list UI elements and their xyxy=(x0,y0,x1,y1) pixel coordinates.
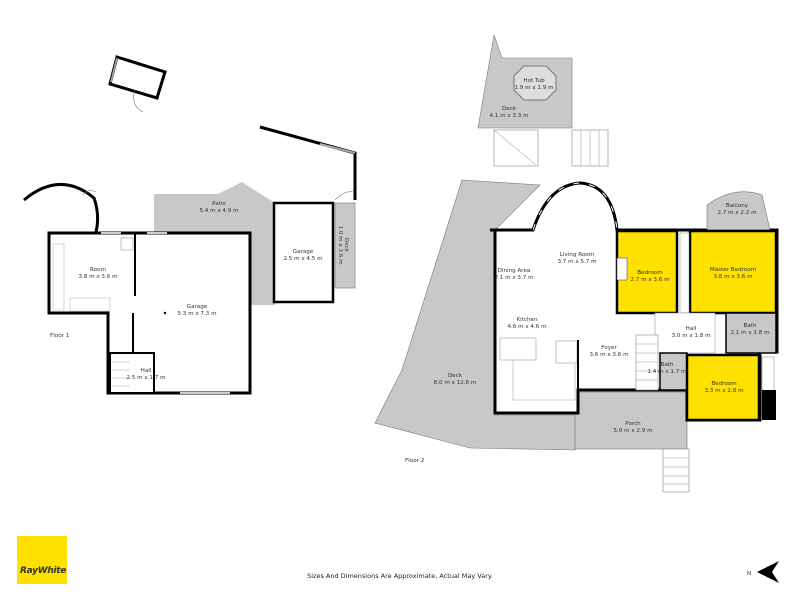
room-label: Bedroom xyxy=(637,270,662,276)
room-dims: 2.7 m x 3.6 m xyxy=(630,277,669,283)
room-label: Deck xyxy=(502,106,517,112)
room-bath-2 xyxy=(659,352,688,391)
room-label: Dining Area xyxy=(498,268,531,274)
room-label: Hall xyxy=(141,368,152,374)
room-label: Bedroom xyxy=(711,381,736,387)
room-label: Master Bedroom xyxy=(710,267,756,273)
room-dims: 4.1 m x 3.3 m xyxy=(489,113,528,119)
room-dims: 4.6 m x 4.6 m xyxy=(507,324,546,330)
room-label: Patio xyxy=(212,201,226,207)
room-dims: 1.4 m x 1.7 m xyxy=(647,369,686,375)
room-dims: 1.0 m x 3.6 m xyxy=(337,225,343,264)
deck-narrow xyxy=(334,202,356,289)
room-dims: 2.7 m x 2.2 m xyxy=(717,210,756,216)
room-label: Kitchen xyxy=(516,317,537,323)
room-dims: 5.0 m x 2.9 m xyxy=(613,428,652,434)
room-label: Bath xyxy=(660,362,673,368)
room-dims: 3.3 m x 2.8 m xyxy=(704,388,743,394)
balcony-area xyxy=(706,191,771,231)
room-bedroom-2 xyxy=(685,353,761,422)
room-dims: 3.0 m x 1.8 m xyxy=(671,333,710,339)
room-label: Hall xyxy=(686,326,697,332)
patio-area xyxy=(154,182,275,305)
room-label: Balcony xyxy=(726,203,749,209)
floor-label: Floor 2 xyxy=(405,458,424,464)
room-dims: 2.1 m x 3.7 m xyxy=(494,275,533,281)
room-garage-small xyxy=(272,201,335,304)
room-dims: 2.1 m x 1.8 m xyxy=(730,330,769,336)
room-dims: 8.0 m x 12.6 m xyxy=(434,380,477,386)
room-dims: 5.3 m x 7.3 m xyxy=(177,311,216,317)
curved-wall xyxy=(23,183,100,233)
room-dims: 3.6 m x 3.6 m xyxy=(589,352,628,358)
brand-name: RayWhite xyxy=(20,566,67,576)
room-label: Room xyxy=(90,267,106,273)
floor-label: Floor 1 xyxy=(50,333,70,339)
shed xyxy=(108,55,167,113)
svg-text:N: N xyxy=(747,571,751,577)
room-label: Foyer xyxy=(601,345,617,351)
room-bath-1 xyxy=(725,312,777,354)
room-label: Garage xyxy=(293,249,314,255)
room-master-bedroom xyxy=(688,229,778,315)
room-label: Deck xyxy=(343,238,349,253)
disclaimer-text: Sizes And Dimensions Are Approximate, Ac… xyxy=(307,572,493,580)
room-dims: 2.5 m x 1.7 m xyxy=(126,375,165,381)
floor-2: Hot Tub 1.9 m x 1.9 m Deck 4.1 m x 3.3 m… xyxy=(374,34,779,493)
floor-1-outline xyxy=(47,231,252,395)
room-dims: 3.7 m x 5.7 m xyxy=(557,259,596,265)
room-label: Garage xyxy=(187,304,208,310)
hot-tub xyxy=(513,65,557,101)
room-label: Porch xyxy=(625,421,641,427)
room-label: Bath xyxy=(743,323,756,329)
porch-area xyxy=(574,391,688,450)
room-label: Living Room xyxy=(560,252,594,258)
room-dims: 2.5 m x 4.5 m xyxy=(283,256,322,262)
room-dims: 3.8 m x 3.6 m xyxy=(78,274,117,280)
floor-1: Room 3.8 m x 3.6 m Garage 5.3 m x 7.3 m … xyxy=(23,55,357,395)
room-label: Deck xyxy=(448,373,463,379)
room-dims: 5.4 m x 4.9 m xyxy=(199,208,238,214)
room-dims: 1.9 m x 1.9 m xyxy=(514,85,553,91)
brand-logo: RayWhite xyxy=(17,536,67,584)
room-dims: 3.8 m x 3.6 m xyxy=(713,274,752,280)
north-arrow-icon: N xyxy=(747,561,779,583)
room-label: Hot Tub xyxy=(523,78,545,84)
